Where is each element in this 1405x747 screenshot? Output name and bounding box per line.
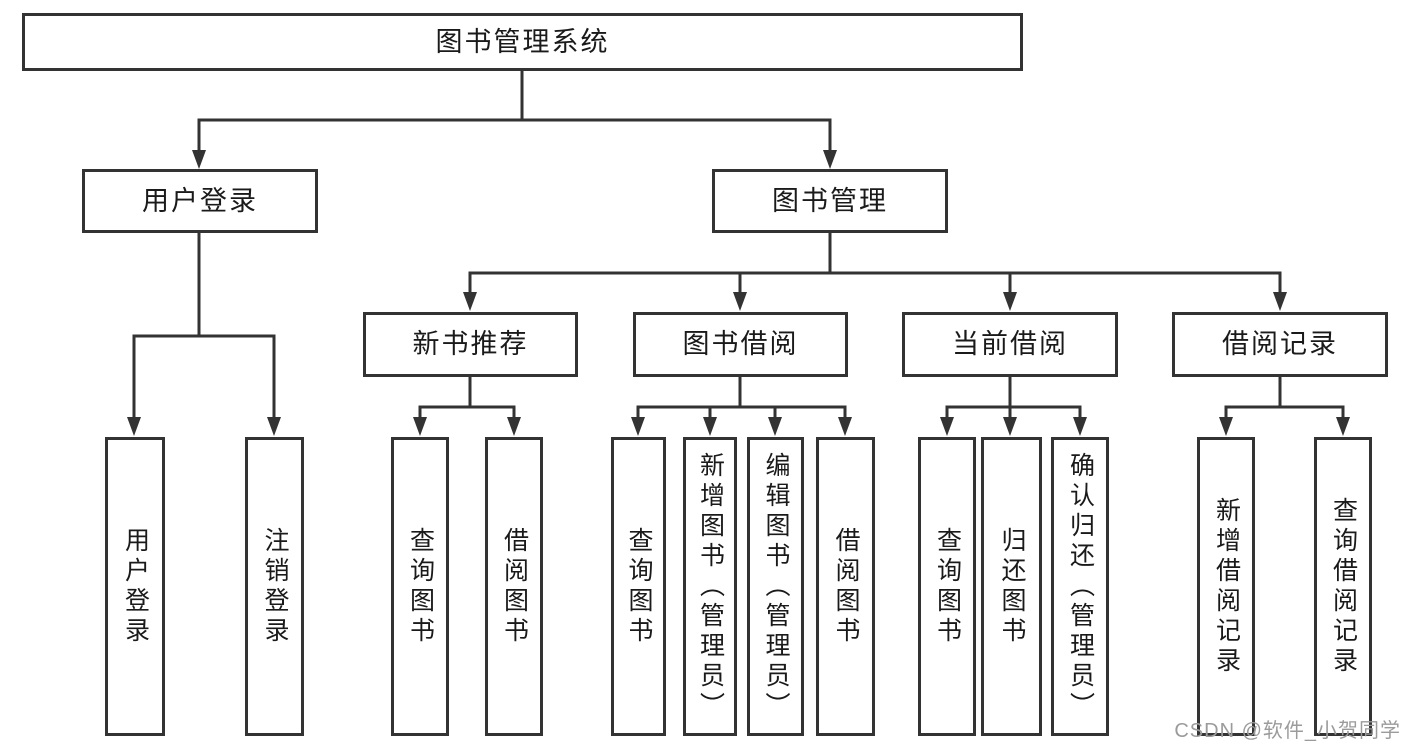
node-leaf-user-login: 用户登录 bbox=[105, 437, 165, 736]
connector-user-login-split bbox=[132, 231, 276, 420]
arrowheads-book-borrowing-split bbox=[631, 417, 852, 436]
arrowheads-borrow-records-split bbox=[1219, 417, 1350, 436]
node-leaf-add-book-admin-label: 新增图书（管理员） bbox=[696, 451, 725, 722]
node-leaf-borrow-book-label: 借阅图书 bbox=[832, 526, 860, 647]
arrowheads-root-split bbox=[192, 150, 837, 169]
node-leaf-borrow-book-recommend: 借阅图书 bbox=[485, 437, 543, 736]
node-leaf-user-login-label: 用户登录 bbox=[121, 526, 150, 647]
arrowheads-book-management-split bbox=[463, 292, 1287, 311]
node-user-login: 用户登录 bbox=[82, 169, 318, 233]
connector-borrow-records-split bbox=[1224, 375, 1345, 420]
node-leaf-return-book: 归还图书 bbox=[981, 437, 1042, 736]
node-leaf-query-borrow-record: 查询借阅记录 bbox=[1314, 437, 1372, 736]
connector-current-borrowing-split bbox=[945, 375, 1082, 420]
node-leaf-add-borrow-record-label: 新增借阅记录 bbox=[1212, 496, 1241, 677]
node-leaf-edit-book-admin: 编辑图书（管理员） bbox=[747, 437, 804, 736]
node-leaf-borrow-book-recommend-label: 借阅图书 bbox=[500, 526, 529, 647]
node-leaf-borrow-book: 借阅图书 bbox=[816, 437, 875, 736]
connector-new-book-recommend-split bbox=[418, 375, 516, 420]
node-leaf-return-book-label: 归还图书 bbox=[998, 526, 1026, 647]
node-leaf-query-book-current-label: 查询图书 bbox=[933, 526, 962, 647]
node-borrow-records-label: 借阅记录 bbox=[1222, 329, 1338, 359]
node-leaf-logout: 注销登录 bbox=[245, 437, 304, 736]
node-current-borrowing: 当前借阅 bbox=[902, 312, 1118, 377]
node-leaf-query-book-recommend: 查询图书 bbox=[391, 437, 449, 736]
node-current-borrowing-label: 当前借阅 bbox=[952, 329, 1068, 359]
node-new-book-recommend-label: 新书推荐 bbox=[412, 329, 529, 359]
node-leaf-add-borrow-record: 新增借阅记录 bbox=[1197, 437, 1255, 736]
node-library-management-system-label: 图书管理系统 bbox=[435, 26, 610, 57]
node-leaf-confirm-return-admin: 确认归还（管理员） bbox=[1051, 437, 1109, 736]
node-leaf-confirm-return-admin-label: 确认归还（管理员） bbox=[1066, 451, 1095, 722]
node-leaf-query-book-recommend-label: 查询图书 bbox=[406, 526, 435, 647]
node-new-book-recommend: 新书推荐 bbox=[363, 312, 578, 377]
connector-book-management-split bbox=[468, 231, 1282, 295]
connector-book-borrowing-split bbox=[636, 375, 847, 420]
node-leaf-edit-book-admin-label: 编辑图书（管理员） bbox=[762, 451, 790, 722]
arrowheads-current-borrowing-split bbox=[940, 417, 1087, 436]
node-library-management-system: 图书管理系统 bbox=[22, 13, 1023, 71]
node-leaf-query-book-borrowing-label: 查询图书 bbox=[625, 526, 653, 647]
node-book-borrowing: 图书借阅 bbox=[633, 312, 848, 377]
node-borrow-records: 借阅记录 bbox=[1172, 312, 1388, 377]
node-book-management-label: 图书管理 bbox=[772, 185, 888, 216]
node-leaf-add-book-admin: 新增图书（管理员） bbox=[683, 437, 737, 736]
node-leaf-query-book-current: 查询图书 bbox=[918, 437, 976, 736]
arrowheads-user-login-split bbox=[127, 417, 281, 436]
csdn-watermark: CSDN @软件_小贺同学 bbox=[1174, 720, 1401, 742]
connector-root-split bbox=[197, 69, 832, 154]
arrowheads-new-book-recommend-split bbox=[413, 417, 521, 436]
node-leaf-query-borrow-record-label: 查询借阅记录 bbox=[1329, 496, 1358, 677]
node-user-login-label: 用户登录 bbox=[142, 185, 258, 216]
node-book-management: 图书管理 bbox=[712, 169, 948, 233]
node-leaf-logout-label: 注销登录 bbox=[261, 526, 289, 647]
node-book-borrowing-label: 图书借阅 bbox=[682, 329, 799, 359]
node-leaf-query-book-borrowing: 查询图书 bbox=[611, 437, 666, 736]
